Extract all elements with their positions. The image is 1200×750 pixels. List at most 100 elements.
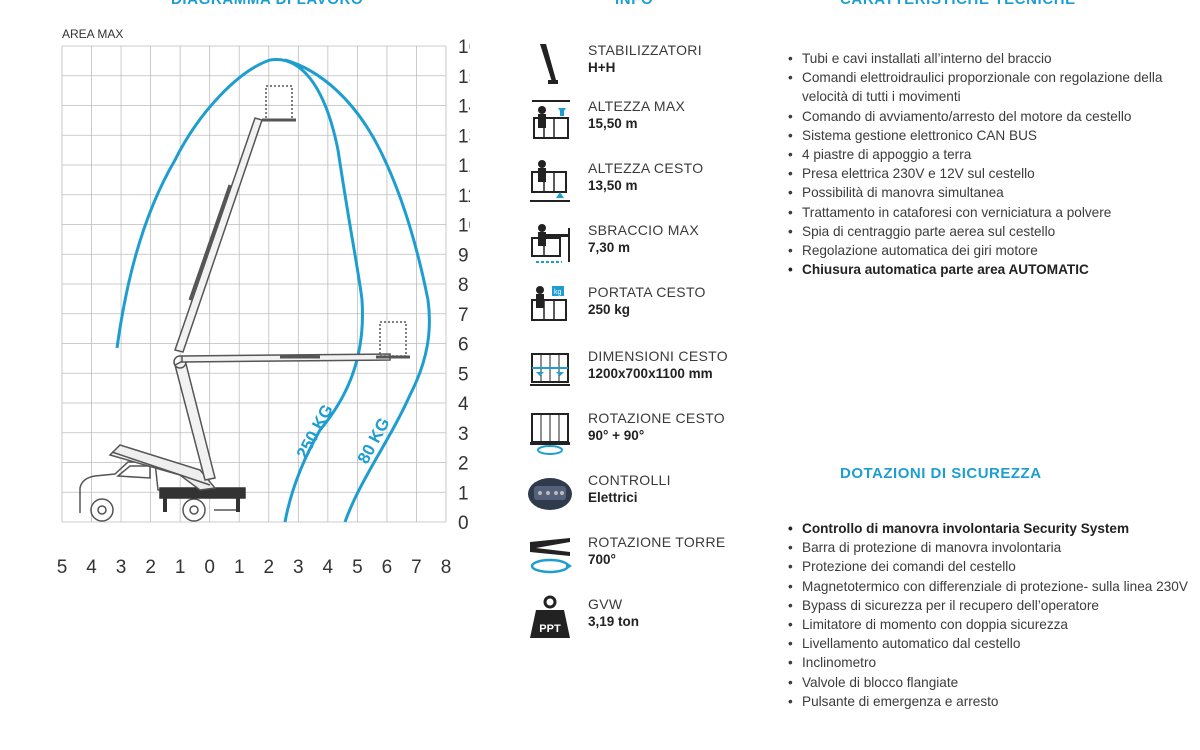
y-tick-label: 10 [458, 216, 470, 237]
info-value: 90° + 90° [588, 428, 645, 443]
safety-item: Livellamento automatico dal cestello [788, 634, 1188, 653]
x-tick-label: 8 [441, 557, 452, 578]
safety-list: Controllo di manovra involontaria Securi… [788, 519, 1188, 711]
features-item: Sistema gestione elettronico CAN BUS [788, 126, 1188, 145]
info-row: STABILIZZATORI H+H [526, 40, 786, 90]
safety-item: Magnetotermico con differenziale di prot… [788, 577, 1188, 596]
features-header: CARATTERISTICHE TECNICHE [840, 0, 1076, 8]
info-value: 250 kg [588, 302, 631, 317]
y-tick-label: 13 [458, 126, 470, 147]
x-tick-label: 4 [323, 557, 334, 578]
safety-item: Controllo di manovra involontaria Securi… [788, 519, 1188, 538]
info-label: GVW [588, 596, 623, 612]
features-item: 4 piastre di appoggio a terra [788, 145, 1188, 164]
info-label: CONTROLLI [588, 472, 671, 488]
x-tick-label: 5 [352, 557, 363, 578]
x-tick-label: 6 [382, 557, 393, 578]
info-label: ROTAZIONE CESTO [588, 410, 725, 426]
safety-header: DOTAZIONI DI SICUREZZA [840, 465, 1042, 482]
info-label: ROTAZIONE TORRE [588, 534, 726, 550]
info-value: 15,50 m [588, 116, 638, 131]
info-value: 7,30 m [588, 240, 631, 255]
features-item: Possibilità di manovra simultanea [788, 183, 1188, 202]
y-axis-ticks: 161514131211109876543210 [458, 37, 470, 534]
safety-item: Bypass di sicurezza per il recupero dell… [788, 596, 1188, 615]
info-value: H+H [588, 60, 616, 75]
info-row: ROTAZIONE TORRE 700° [526, 532, 786, 582]
info-value: 1200x700x1100 mm [588, 366, 713, 381]
stabilizer-icon [526, 40, 574, 88]
y-tick-label: 14 [458, 97, 470, 118]
info-label: STABILIZZATORI [588, 42, 702, 58]
envelope-250kg [115, 57, 364, 523]
x-tick-label: 5 [57, 557, 68, 578]
features-item: Chiusura automatica parte area AUTOMATIC [788, 260, 1188, 279]
max-height-icon [526, 96, 574, 144]
svg-text:PPT: PPT [539, 623, 561, 635]
info-label: ALTEZZA CESTO [588, 160, 704, 176]
info-value: Elettrici [588, 490, 638, 505]
basket-load-icon: kg [526, 282, 574, 330]
x-tick-label: 2 [145, 557, 156, 578]
envelope-80kg [284, 58, 431, 523]
svg-text:kg: kg [554, 289, 562, 296]
safety-item: Barra di protezione di manovra involonta… [788, 538, 1188, 557]
x-tick-label: 0 [204, 557, 215, 578]
y-tick-label: 12 [458, 156, 470, 177]
y-tick-label: 1 [458, 483, 469, 504]
area-max-label: AREA MAX [62, 27, 123, 41]
safety-item: Inclinometro [788, 653, 1188, 672]
platform-truck [79, 85, 410, 522]
tower-rotation-icon [526, 532, 574, 580]
features-item: Comandi elettroidraulici proporzionale c… [788, 68, 1188, 106]
safety-item: Limitatore di momento con doppia sicurez… [788, 615, 1188, 634]
y-tick-label: 6 [458, 335, 469, 356]
info-row: ROTAZIONE CESTO 90° + 90° [526, 408, 786, 458]
x-tick-label: 4 [86, 557, 97, 578]
outreach-icon [526, 220, 574, 268]
basket-size-icon [526, 346, 574, 394]
safety-item: Valvole di blocco flangiate [788, 673, 1188, 692]
features-item: Tubi e cavi installati all’interno del b… [788, 49, 1188, 68]
info-row: kg PORTATA CESTO 250 kg [526, 282, 786, 332]
weight-icon: PPT [526, 594, 574, 642]
x-tick-label: 3 [293, 557, 304, 578]
features-item: Comando di avviamento/arresto del motore… [788, 107, 1188, 126]
features-list: Tubi e cavi installati all’interno del b… [788, 49, 1188, 280]
basket-height-icon [526, 158, 574, 206]
y-tick-label: 0 [458, 513, 469, 534]
y-tick-label: 15 [458, 67, 470, 88]
diagram-grid [61, 45, 447, 523]
y-tick-label: 2 [458, 454, 469, 475]
features-item: Regolazione automatica dei giri motore [788, 241, 1188, 260]
info-label: PORTATA CESTO [588, 284, 706, 300]
y-tick-label: 11 [458, 186, 470, 207]
info-value: 700° [588, 552, 616, 567]
controls-icon [526, 470, 574, 518]
curve-label-250kg: 250 KG [293, 401, 337, 462]
y-tick-label: 8 [458, 275, 469, 296]
features-item: Spia di centraggio parte aerea sul ceste… [788, 222, 1188, 241]
features-item: Presa elettrica 230V e 12V sul cestello [788, 164, 1188, 183]
basket-rotation-icon [526, 408, 574, 456]
x-tick-label: 1 [175, 557, 186, 578]
working-diagram: AREA MAX 161514131211109876543210 543210… [57, 27, 470, 578]
info-value: 3,19 ton [588, 614, 640, 629]
y-tick-label: 3 [458, 424, 469, 445]
y-tick-label: 16 [458, 37, 470, 58]
y-tick-label: 4 [458, 394, 469, 415]
features-item: Trattamento in cataforesi con verniciatu… [788, 203, 1188, 222]
safety-item: Pulsante di emergenza e arresto [788, 692, 1188, 711]
y-tick-label: 9 [458, 245, 469, 266]
y-tick-label: 5 [458, 364, 469, 385]
x-tick-label: 2 [263, 557, 274, 578]
y-tick-label: 7 [458, 305, 469, 326]
x-tick-label: 3 [116, 557, 127, 578]
diagram-header: DIAGRAMMA DI LAVORO [171, 0, 363, 8]
info-header: INFO [615, 0, 653, 8]
